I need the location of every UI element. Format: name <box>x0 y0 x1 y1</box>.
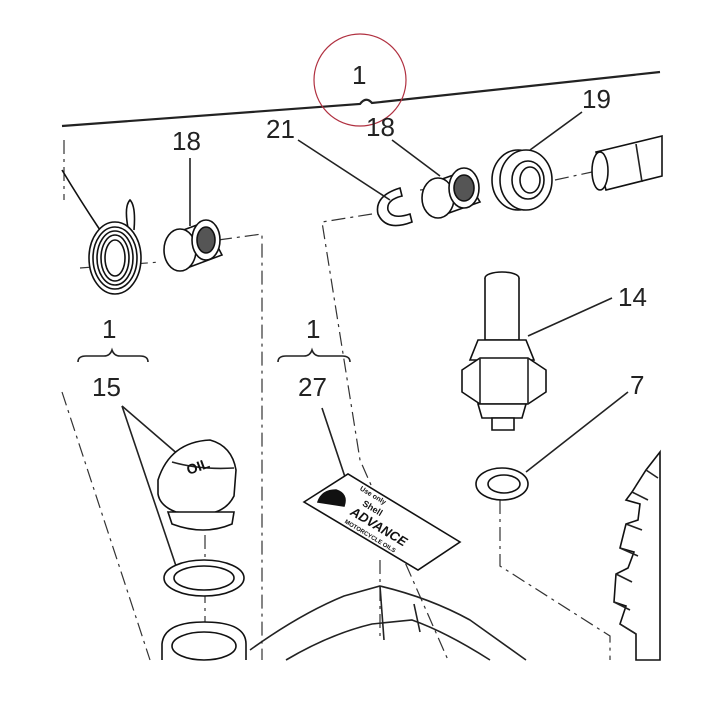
o-ring <box>163 559 245 597</box>
oil-filler-cap: OIL <box>157 439 237 531</box>
oil-pressure-sensor <box>461 271 547 431</box>
cap-oil-text: OIL <box>184 455 212 478</box>
leader-21 <box>297 139 391 201</box>
leader-15-oring <box>121 405 177 567</box>
shaft <box>591 134 663 191</box>
circlip <box>376 186 413 227</box>
gear <box>613 449 661 661</box>
leader-27 <box>321 407 347 481</box>
highlight-circle <box>313 33 407 127</box>
shell-logo-icon <box>316 489 346 507</box>
filler-neck <box>161 621 247 661</box>
axis-line-clip <box>321 213 449 661</box>
axis-line-seal <box>554 171 593 181</box>
group-bracket-top <box>61 70 661 128</box>
label-washer: 7 <box>630 370 644 400</box>
axis-line-sensor <box>499 500 611 660</box>
bracket-mid <box>277 347 351 363</box>
oil-seal <box>491 149 553 211</box>
leader-15-cap <box>121 405 181 457</box>
sealing-washer <box>475 467 529 501</box>
label-group-mid: 1 <box>306 314 320 344</box>
leader-18-mid <box>391 139 441 177</box>
leader-14 <box>527 297 613 337</box>
needle-bearing-mid <box>421 167 482 219</box>
label-seal: 19 <box>582 84 611 114</box>
leader-7 <box>525 391 629 473</box>
oil-decal: Use only Shell ADVANCE MOTORCYCLE OILS <box>302 473 462 571</box>
leader-19 <box>529 111 583 151</box>
label-sensor: 14 <box>618 282 647 312</box>
bracket-left <box>77 347 149 363</box>
label-filler-cap: 15 <box>92 372 121 402</box>
axis-line-left-group <box>61 391 151 661</box>
label-bearing-mid: 18 <box>366 112 395 142</box>
needle-bearing-left <box>163 219 224 272</box>
label-decal: 27 <box>298 372 327 402</box>
engine-case <box>249 585 527 661</box>
label-clip: 21 <box>266 114 295 144</box>
axis-line-bearing-left <box>217 233 263 660</box>
label-group-top: 1 <box>352 60 366 90</box>
label-group-left: 1 <box>102 314 116 344</box>
label-bearing-left: 18 <box>172 126 201 156</box>
torsion-spring <box>61 169 142 295</box>
